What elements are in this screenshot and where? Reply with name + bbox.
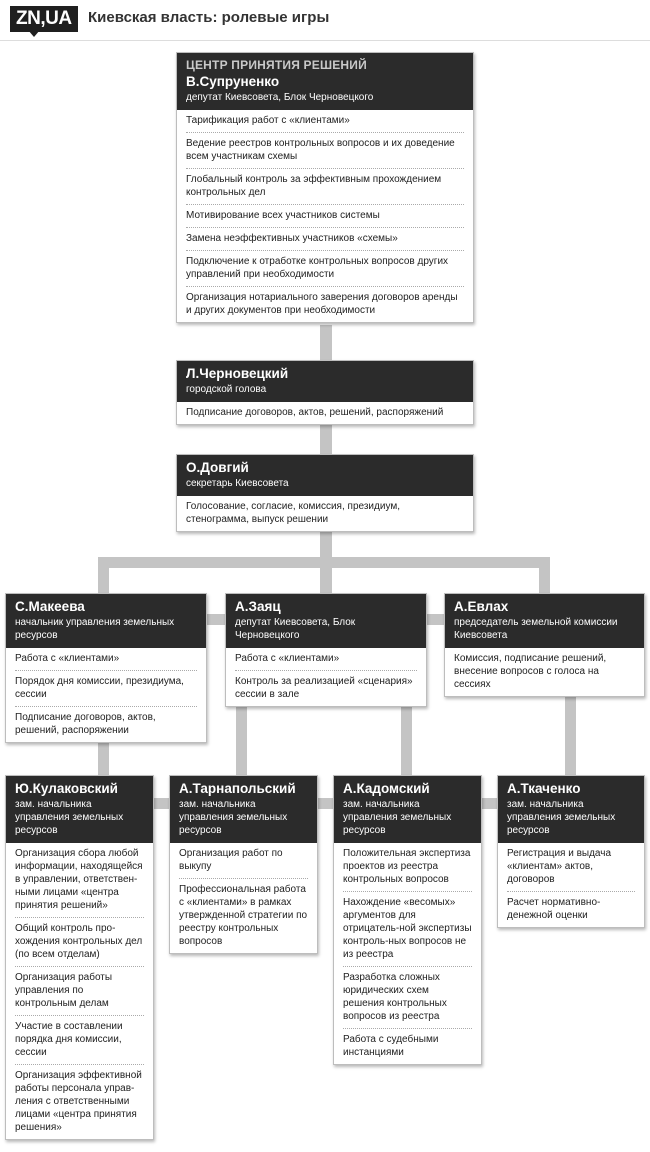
duty-list: Тарификация работ с «клиентами» Ведение … [177, 110, 473, 322]
connector-chernovetsky-dovgiy [320, 423, 332, 456]
zayats-header: А.Заяц депутат Киевсовета, Блок Черновец… [226, 594, 426, 648]
site-logo[interactable]: ZN,UA [10, 6, 78, 32]
duty-item: Разработка сложных юридических схем реше… [343, 967, 472, 1029]
kadomsky-header: А.Кадомский зам. начальника управления з… [334, 776, 481, 843]
tkachenko-box: А.Ткаченко зам. начальника управления зе… [497, 775, 645, 928]
person-role: городской голова [186, 384, 267, 395]
duty-item: Контроль за реализацией «сценария» сесси… [235, 676, 413, 700]
evlakh-header: А.Евлах председатель земельной комиссии … [445, 594, 644, 648]
person-role: зам. начальника управления земельных рес… [15, 799, 124, 836]
duty-item: Организация работ по выкупу [179, 843, 308, 879]
duty-list: Положительная экспертиза проектов из рее… [334, 843, 481, 1064]
person-role: зам. начальника управления земельных рес… [179, 799, 288, 836]
page-title: Киевская власть: ролевые игры [88, 9, 330, 26]
duty-item: Мотивирование всех участников системы [186, 205, 464, 228]
makeeva-box: С.Макеева начальник управления земельных… [5, 593, 207, 743]
duty-item: Замена неэффективных участников «схемы» [186, 228, 464, 251]
duty-item: Нахождение «весомых» аргументов для отри… [343, 892, 472, 967]
dovgiy-header: О.Довгий секретарь Киевсовета [177, 455, 473, 496]
person-role: депутат Киевсовета, Блок Черновецкого [235, 617, 356, 641]
kulakovsky-box: Ю.Кулаковский зам. начальника управления… [5, 775, 154, 1140]
connector-evlakh-tkachenko [565, 684, 576, 777]
duty-item: Порядок дня комиссии, президиума, сессии [15, 671, 197, 707]
kulakovsky-header: Ю.Кулаковский зам. начальника управления… [6, 776, 153, 843]
chernovetsky-header: Л.Черновецкий городской голова [177, 361, 473, 402]
duty-item: Подписание договоров, актов, решений, ра… [15, 712, 156, 736]
person-role: председатель земельной комиссии Киевсове… [454, 617, 618, 641]
zayats-box: А.Заяц депутат Киевсовета, Блок Черновец… [225, 593, 427, 707]
decision-center-kicker: ЦЕНТР ПРИНЯТИЯ РЕШЕНИЙ [186, 58, 367, 72]
logo-tick-icon [28, 30, 40, 37]
duty-item: Ведение реестров контрольных вопросов и … [186, 133, 464, 169]
person-name: А.Тарнапольский [179, 781, 296, 796]
evlakh-box: А.Евлах председатель земельной комиссии … [444, 593, 645, 697]
duty-list: Организация сбора любой информации, нахо… [6, 843, 153, 1139]
person-name: Л.Черновецкий [186, 366, 289, 381]
duty-list: Работа с «клиентами» Контроль за реализа… [226, 648, 426, 706]
duty-list: Подписание договоров, актов, решений, ра… [177, 402, 473, 424]
page-header: ZN,UA Киевская власть: ролевые игры [0, 0, 650, 40]
chernovetsky-box: Л.Черновецкий городской голова Подписани… [176, 360, 474, 425]
duty-item: Работа с «клиентами» [15, 648, 197, 671]
person-role: депутат Киевсовета, Блок Черновецкого [186, 92, 374, 103]
tarnopolsky-header: А.Тарнапольский зам. начальника управлен… [170, 776, 317, 843]
duty-list: Голосование, согласие, комиссия, президи… [177, 496, 473, 531]
person-name: А.Кадомский [343, 781, 430, 796]
person-name: А.Заяц [235, 599, 281, 614]
dovgiy-box: О.Довгий секретарь Киевсовета Голосовани… [176, 454, 474, 532]
person-role: зам. начальника управления земельных рес… [343, 799, 452, 836]
connector-to-evlakh [539, 557, 550, 595]
duty-item: Работа с «клиентами» [235, 648, 417, 671]
kadomsky-box: А.Кадомский зам. начальника управления з… [333, 775, 482, 1065]
duty-item: Организация сбора любой информации, нахо… [15, 843, 144, 918]
connector-makeeva-kulakovsky [98, 742, 109, 778]
duty-item: Организация эффективной работы персонала… [15, 1070, 142, 1133]
decision-center-header: ЦЕНТР ПРИНЯТИЯ РЕШЕНИЙ В.Супруненко депу… [177, 53, 473, 110]
duty-item: Организация нотариального заверения дого… [186, 292, 458, 316]
person-name: С.Макеева [15, 599, 85, 614]
duty-item: Глобальный контроль за эффективным прохо… [186, 169, 464, 205]
duty-item: Профессиональная работа с «клиентами» в … [179, 884, 308, 947]
person-name: Ю.Кулаковский [15, 781, 118, 796]
connector-zayats-tarnopolsky [236, 705, 247, 777]
header-divider [0, 40, 650, 41]
connector-zayats-evlakh [426, 614, 446, 625]
duty-item: Подписание договоров, актов, решений, ра… [186, 407, 444, 418]
duty-list: Работа с «клиентами» Порядок дня комисси… [6, 648, 206, 742]
connector-makeeva-zayats [206, 614, 228, 625]
duty-item: Участие в составлении порядка дня комисс… [15, 1016, 144, 1065]
connector-row-2 [316, 798, 336, 809]
connector-row-3 [479, 798, 499, 809]
tkachenko-header: А.Ткаченко зам. начальника управления зе… [498, 776, 644, 843]
duty-item: Подключение к отработке контрольных вопр… [186, 251, 464, 287]
duty-item: Регистрация и выдача «клиентам» актов, д… [507, 843, 635, 892]
duty-item: Работа с судебными инстанциями [343, 1034, 439, 1058]
duty-item: Положительная экспертиза проектов из рее… [343, 843, 472, 892]
person-name: В.Супруненко [186, 74, 280, 89]
person-role: секретарь Киевсовета [186, 478, 289, 489]
connector-row-1 [152, 798, 172, 809]
duty-item: Общий контроль про-хождения контрольных … [15, 918, 144, 967]
duty-item: Расчет нормативно-денежной оценки [507, 897, 601, 921]
duty-item: Организация работы управления по контрол… [15, 967, 144, 1016]
connector-center-chernovetsky [320, 325, 332, 361]
duty-list: Регистрация и выдача «клиентам» актов, д… [498, 843, 644, 927]
person-name: А.Ткаченко [507, 781, 581, 796]
decision-center-box: ЦЕНТР ПРИНЯТИЯ РЕШЕНИЙ В.Супруненко депу… [176, 52, 474, 323]
tarnopolsky-box: А.Тарнапольский зам. начальника управлен… [169, 775, 318, 954]
person-role: зам. начальника управления земельных рес… [507, 799, 616, 836]
duty-item: Комиссия, подписание решений, внесение в… [454, 653, 607, 690]
connector-to-makeeva [98, 557, 109, 595]
connector-zayats-kadomsky [401, 705, 412, 777]
duty-list: Организация работ по выкупу Профессионал… [170, 843, 317, 953]
duty-item: Голосование, согласие, комиссия, президи… [186, 501, 400, 525]
makeeva-header: С.Макеева начальник управления земельных… [6, 594, 206, 648]
person-role: начальник управления земельных ресурсов [15, 617, 175, 641]
connector-dovgiy-down [320, 530, 332, 560]
duty-list: Комиссия, подписание решений, внесение в… [445, 648, 644, 696]
connector-to-zayats [320, 557, 332, 595]
duty-item: Тарификация работ с «клиентами» [186, 110, 464, 133]
person-name: О.Довгий [186, 460, 249, 475]
person-name: А.Евлах [454, 599, 509, 614]
